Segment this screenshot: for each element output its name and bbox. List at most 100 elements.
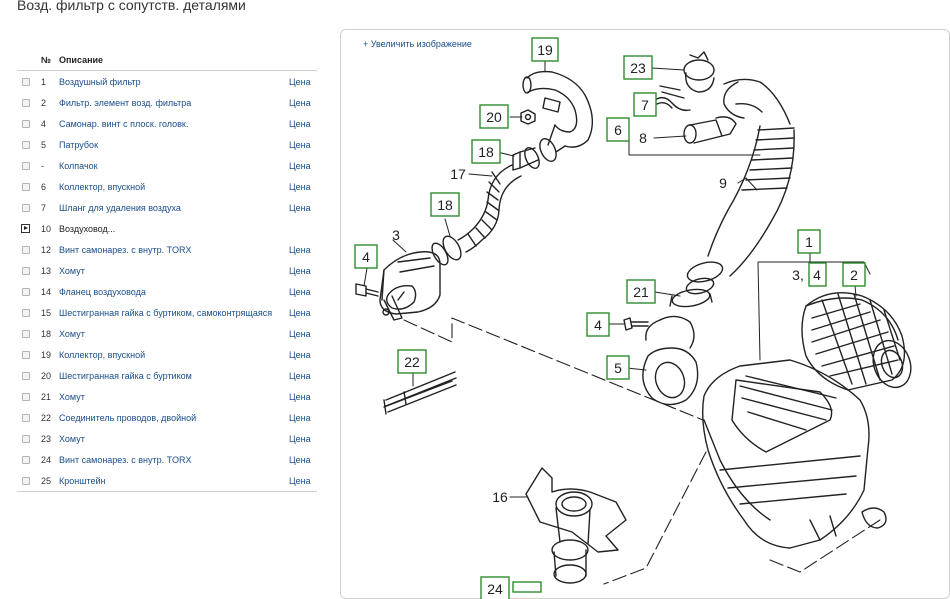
callout-21[interactable]: 21: [626, 279, 656, 304]
row-checkbox[interactable]: [22, 392, 30, 401]
svg-text:4: 4: [813, 267, 821, 283]
part-number: 5: [41, 139, 47, 150]
part-number: 18: [41, 328, 52, 339]
row-checkbox[interactable]: [22, 203, 30, 212]
part-number: 14: [41, 286, 52, 297]
table-row: 14 Фланец воздуховода Цена: [17, 281, 317, 302]
row-checkbox[interactable]: [22, 182, 30, 191]
row-checkbox[interactable]: [22, 98, 30, 107]
price-link[interactable]: Цена: [289, 76, 311, 87]
svg-text:19: 19: [537, 42, 553, 58]
part-description-link[interactable]: Кронштейн: [59, 475, 106, 486]
row-checkbox[interactable]: [22, 413, 30, 422]
table-bottom-divider: [17, 491, 317, 492]
part-description-link[interactable]: Патрубок: [59, 139, 99, 150]
callout-2[interactable]: 2: [842, 262, 866, 287]
part-description-link[interactable]: Фланец воздуховода: [59, 286, 146, 297]
price-link[interactable]: Цена: [289, 181, 311, 192]
row-checkbox[interactable]: [22, 308, 30, 317]
part-description-link[interactable]: Самонар. винт с плоск. головк.: [59, 118, 189, 129]
part-description-link[interactable]: Воздуховод...: [59, 223, 116, 234]
part-description-link[interactable]: Шестигранная гайка с буртиком, самоконтр…: [59, 307, 273, 318]
price-link[interactable]: Цена: [289, 118, 311, 129]
callout-18-top[interactable]: 18: [471, 139, 501, 164]
part-22-wire-connector: [383, 371, 457, 415]
part-description-link[interactable]: Колпачок: [59, 160, 98, 171]
header-description: Описание: [59, 55, 104, 65]
price-link[interactable]: Цена: [289, 412, 311, 423]
part-description-link[interactable]: Шестигранная гайка с буртиком: [59, 370, 192, 381]
row-checkbox[interactable]: [22, 245, 30, 254]
part-description-link[interactable]: Коллектор, впускной: [59, 349, 146, 360]
part-description-link[interactable]: Хомут: [59, 328, 85, 339]
table-row: 18 Хомут Цена: [17, 323, 317, 344]
callout-7[interactable]: 7: [633, 92, 657, 117]
price-link[interactable]: Цена: [289, 370, 311, 381]
price-link[interactable]: Цена: [289, 433, 311, 444]
svg-text:21: 21: [633, 284, 649, 300]
part-19-collector: [522, 70, 593, 153]
part-number: 21: [41, 391, 52, 402]
svg-text:6: 6: [614, 122, 622, 138]
callout-24[interactable]: 24: [480, 576, 510, 599]
callout-4-left[interactable]: 4: [354, 244, 378, 269]
callout-22[interactable]: 22: [397, 349, 427, 374]
part-description-link[interactable]: Хомут: [59, 433, 85, 444]
row-checkbox[interactable]: [22, 161, 30, 170]
price-link[interactable]: Цена: [289, 286, 311, 297]
price-link[interactable]: Цена: [289, 391, 311, 402]
price-link[interactable]: Цена: [289, 454, 311, 465]
price-link[interactable]: Цена: [289, 160, 311, 171]
row-checkbox[interactable]: [22, 371, 30, 380]
price-link[interactable]: Цена: [289, 97, 311, 108]
part-description-link[interactable]: Соединитель проводов, двойной: [59, 412, 197, 423]
row-checkbox[interactable]: [22, 455, 30, 464]
part-description-link[interactable]: Шланг для удаления воздуха: [59, 202, 181, 213]
expand-toggle-icon[interactable]: [21, 224, 30, 233]
row-checkbox[interactable]: [22, 119, 30, 128]
row-checkbox[interactable]: [22, 434, 30, 443]
row-checkbox[interactable]: [22, 266, 30, 275]
row-checkbox[interactable]: [22, 77, 30, 86]
row-checkbox[interactable]: [22, 350, 30, 359]
part-description-link[interactable]: Коллектор, впускной: [59, 181, 146, 192]
price-link[interactable]: Цена: [289, 244, 311, 255]
callout-19[interactable]: 19: [531, 37, 559, 62]
table-row: 5 Патрубок Цена: [17, 134, 317, 155]
exploded-parts-diagram: 19 23 20 7 6 18 18 4 1 2 4 21 4 22 5 24 …: [354, 37, 912, 599]
price-link[interactable]: Цена: [289, 328, 311, 339]
part-description-link[interactable]: Фильтр. элемент возд. фильтра: [59, 97, 192, 108]
price-link[interactable]: Цена: [289, 349, 311, 360]
row-checkbox[interactable]: [22, 329, 30, 338]
callout-23[interactable]: 23: [623, 55, 653, 80]
zoom-image-link[interactable]: + Увеличить изображение: [363, 39, 472, 49]
callout-6[interactable]: 6: [606, 117, 630, 142]
label-3: 3: [392, 227, 400, 243]
part-description-link[interactable]: Винт самонарез. с внутр. TORX: [59, 454, 192, 465]
callout-18-lower[interactable]: 18: [430, 192, 460, 217]
part-description-link[interactable]: Хомут: [59, 265, 85, 276]
part-description-link[interactable]: Воздушный фильтр: [59, 76, 141, 87]
price-link[interactable]: Цена: [289, 202, 311, 213]
svg-text:20: 20: [486, 109, 502, 125]
callout-4-middle[interactable]: 4: [586, 312, 610, 337]
callout-4-right[interactable]: 4: [808, 262, 827, 287]
price-link[interactable]: Цена: [289, 265, 311, 276]
price-link[interactable]: Цена: [289, 307, 311, 318]
row-checkbox[interactable]: [22, 287, 30, 296]
part-5-connecting-pipe: [642, 315, 699, 406]
callout-20[interactable]: 20: [479, 104, 509, 129]
callout-5[interactable]: 5: [606, 355, 630, 380]
callout-1[interactable]: 1: [797, 229, 821, 254]
row-checkbox[interactable]: [22, 476, 30, 485]
part-description-link[interactable]: Хомут: [59, 391, 85, 402]
part-4-screw-left: [355, 283, 379, 297]
svg-text:4: 4: [362, 249, 370, 265]
row-checkbox[interactable]: [22, 140, 30, 149]
part-description-link[interactable]: Винт самонарез. с внутр. TORX: [59, 244, 192, 255]
price-link[interactable]: Цена: [289, 139, 311, 150]
price-link[interactable]: Цена: [289, 475, 311, 486]
